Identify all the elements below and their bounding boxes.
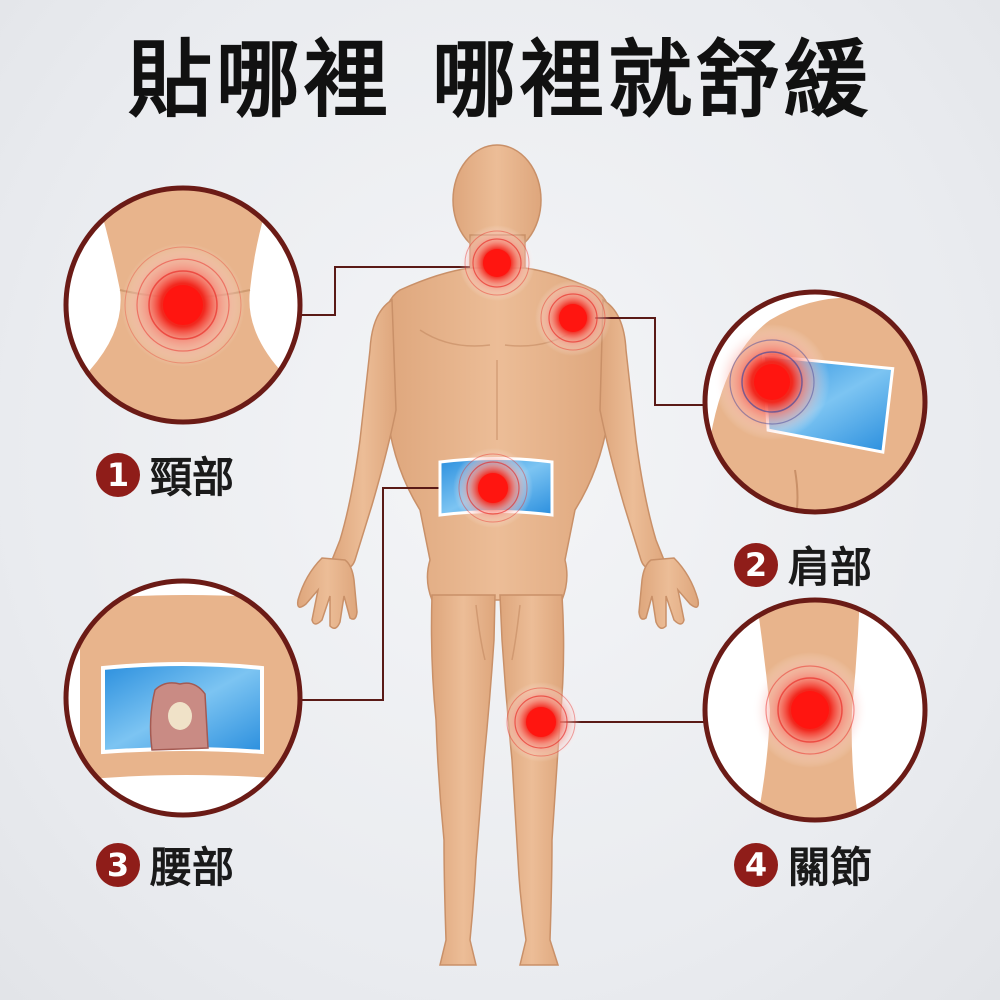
callout-label: 腰部 <box>150 843 235 892</box>
callout-label: 肩部 <box>788 543 873 592</box>
callout-joint: 4 關節 <box>734 834 872 895</box>
callout-number-badge: 1 <box>96 452 140 497</box>
hotspot-neck <box>459 225 535 301</box>
callout-neck: 1 頸部 <box>96 444 234 505</box>
title-part-1: 貼哪裡 <box>127 31 392 129</box>
zoom-circle-knee <box>702 597 928 823</box>
zoom-circle-shoulder <box>702 289 928 515</box>
connector-lines <box>300 266 705 723</box>
hotspot-shoulder <box>535 280 611 356</box>
callout-number-badge: 2 <box>734 542 778 587</box>
callout-label: 關節 <box>788 843 873 892</box>
hotspot-knee <box>501 682 581 762</box>
callout-label: 頸部 <box>150 453 235 502</box>
page-title: 貼哪裡哪裡就舒緩 <box>0 30 1000 130</box>
callout-number-badge: 3 <box>96 842 140 887</box>
callout-number-badge: 4 <box>734 842 778 887</box>
callout-shoulder: 2 肩部 <box>734 534 872 595</box>
zoom-circle-waist <box>63 578 303 818</box>
hotspot-waist <box>453 448 533 528</box>
callout-waist: 3 腰部 <box>96 834 234 895</box>
title-part-2: 哪裡就舒緩 <box>432 31 873 129</box>
zoom-circle-neck <box>63 185 303 425</box>
